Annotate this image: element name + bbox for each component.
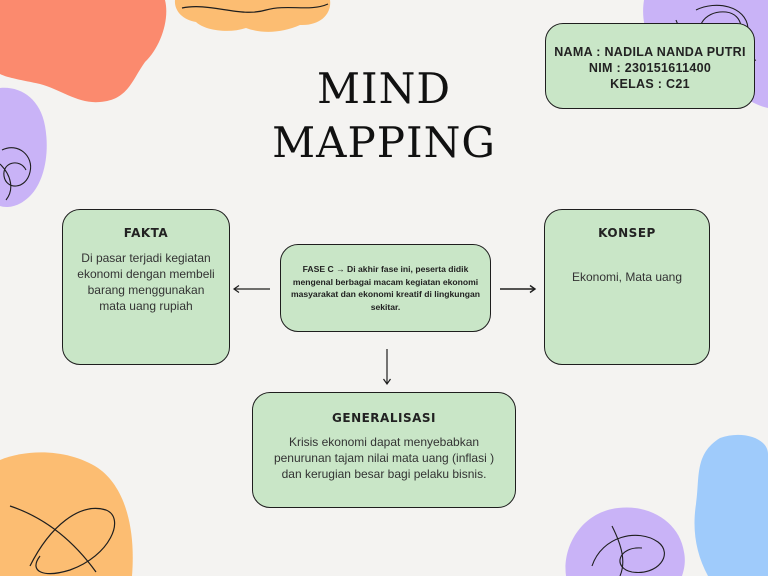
fakta-box: FAKTA Di pasar terjadi kegiatan ekonomi … [62, 209, 230, 365]
fakta-body: Di pasar terjadi kegiatan ekonomi dengan… [77, 251, 215, 313]
central-topic-text: FASE C → Di akhir fase ini, peserta didi… [290, 264, 481, 312]
page-title: MIND MAPPING [0, 62, 768, 170]
decorative-blob-red-top-left [0, 0, 167, 103]
konsep-body: Ekonomi, Mata uang [571, 270, 683, 284]
konsep-title: KONSEP [598, 226, 656, 240]
konsep-box: KONSEP Ekonomi, Mata uang [544, 209, 710, 365]
arrow-to-fakta-head [232, 285, 240, 293]
decorative-blob-purple-left [0, 87, 47, 207]
arrow-to-generalisasi-head [383, 378, 391, 386]
arrow-to-konsep-head [529, 284, 537, 294]
generalisasi-box: GENERALISASI Krisis ekonomi dapat menyeb… [252, 392, 516, 508]
student-nim: NIM : 230151611400 [588, 61, 712, 75]
generalisasi-title: GENERALISASI [332, 411, 436, 425]
student-name: NAMA : NADILA NANDA PUTRI [554, 45, 746, 59]
student-class: KELAS : C21 [610, 77, 690, 91]
fakta-title: FAKTA [123, 226, 169, 240]
decorative-blob-blue-bottom-right [694, 434, 768, 576]
decorative-blob-orange-top [174, 0, 331, 32]
decorative-blob-orange-bottom-left [0, 452, 133, 576]
student-identity-box: NAMA : NADILA NANDA PUTRI NIM : 23015161… [545, 23, 755, 109]
generalisasi-body: Krisis ekonomi dapat menyebabkan penurun… [273, 435, 495, 481]
central-topic-box: FASE C → Di akhir fase ini, peserta didi… [280, 244, 491, 332]
title-line-1: MIND [316, 64, 452, 113]
decorative-blob-purple-bottom-right [565, 507, 685, 576]
title-line-2: MAPPING [272, 118, 496, 167]
